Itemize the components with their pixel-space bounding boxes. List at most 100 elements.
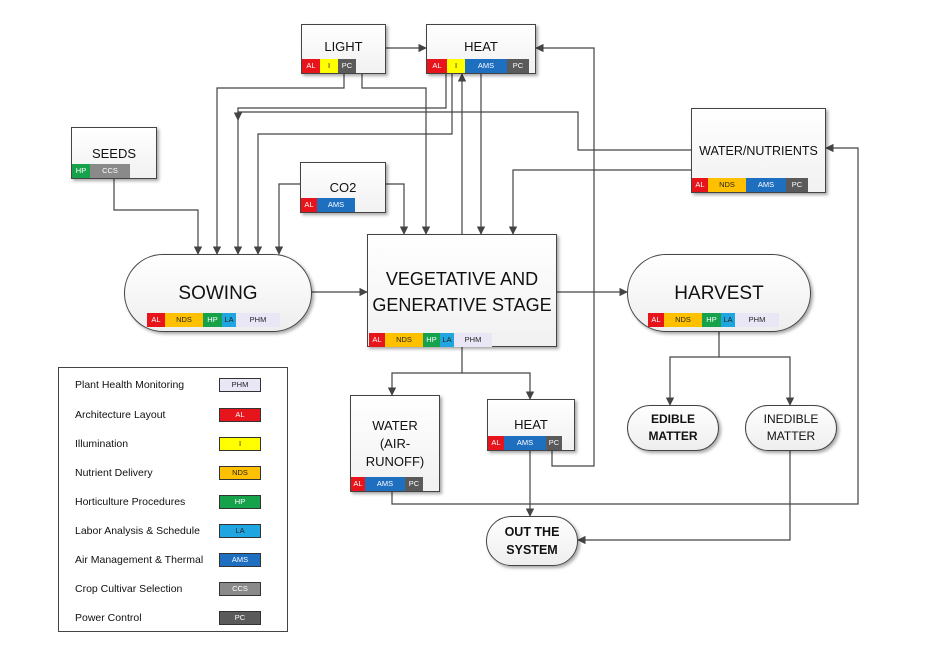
legend-label: Air Management & Thermal xyxy=(75,554,204,566)
connector-heat-to-sowing-a xyxy=(233,74,447,255)
seeds-tag-ccs: CCS xyxy=(90,164,130,178)
vegetative-title-line1: VEGETATIVE AND xyxy=(385,269,539,289)
light-tag-i: I xyxy=(320,59,338,73)
heat-bottom-tag-al: AL xyxy=(488,436,504,450)
water-runoff-tag-pc: PC xyxy=(405,477,423,491)
co2-tags: AL AMS xyxy=(301,198,355,212)
seeds-tag-hp: HP xyxy=(72,164,90,178)
co2-tag-ams: AMS xyxy=(317,198,355,212)
legend-row-la: Labor Analysis & Schedule LA xyxy=(59,523,287,539)
heat-bottom-node: HEAT AL AMS PC xyxy=(487,399,575,451)
sowing-tag-la: LA xyxy=(222,313,236,327)
harvest-tag-la: LA xyxy=(721,313,735,327)
sowing-tags: AL NDS HP LA PHM xyxy=(147,313,280,327)
vegetative-tag-al: AL xyxy=(369,333,385,347)
legend-row-hp: Horticulture Procedures HP xyxy=(59,494,287,510)
harvest-tag-hp: HP xyxy=(702,313,721,327)
water-runoff-title-line1: WATER xyxy=(372,418,418,433)
legend-label: Labor Analysis & Schedule xyxy=(75,525,200,537)
harvest-tag-nds: NDS xyxy=(664,313,702,327)
sowing-title: SOWING xyxy=(178,283,258,304)
connector-water-nutrients-to-vegetative xyxy=(508,169,691,235)
connector-harvest-to-inedible xyxy=(719,356,795,406)
inedible-matter-node: INEDIBLE MATTER xyxy=(745,405,837,451)
harvest-tags: AL NDS HP LA PHM xyxy=(648,313,779,327)
legend-label: Plant Health Monitoring xyxy=(75,379,185,391)
seeds-tags: HP CCS xyxy=(72,164,130,178)
heat-bottom-title: HEAT xyxy=(514,417,548,432)
water-nutrients-tag-al: AL xyxy=(692,178,708,192)
water-nutrients-node: WATER/NUTRIENTS AL NDS AMS PC xyxy=(691,108,826,193)
connector-inedible-to-out xyxy=(577,451,791,545)
connector-light-to-vegetative xyxy=(361,74,431,235)
legend-label: Power Control xyxy=(75,612,142,624)
heat-top-tag-ams: AMS xyxy=(465,59,507,73)
sowing-node: SOWING AL NDS HP LA PHM xyxy=(124,254,312,332)
vegetative-tag-nds: NDS xyxy=(385,333,423,347)
water-nutrients-tags: AL NDS AMS PC xyxy=(692,178,808,192)
co2-node: CO2 AL AMS xyxy=(300,162,386,213)
vegetative-stage-node: VEGETATIVE AND GENERATIVE STAGE AL NDS H… xyxy=(367,234,557,347)
water-runoff-node: WATER (AIR- RUNOFF) AL AMS PC xyxy=(350,395,440,492)
legend-label: Illumination xyxy=(75,438,129,450)
inedible-title-line1: INEDIBLE xyxy=(763,412,819,426)
water-runoff-title-line2: (AIR- xyxy=(379,436,411,451)
legend-swatch: AMS xyxy=(219,553,261,567)
connector-water-runoff-to-water-nutrients xyxy=(391,143,859,505)
sowing-tag-al: AL xyxy=(147,313,165,327)
water-nutrients-tag-ams: AMS xyxy=(746,178,786,192)
edible-matter-node: EDIBLE MATTER xyxy=(627,405,719,451)
co2-tag-al: AL xyxy=(301,198,317,212)
out-the-system-node: OUT THE SYSTEM xyxy=(486,516,578,566)
water-runoff-tag-ams: AMS xyxy=(365,477,405,491)
legend-row-i: Illumination I xyxy=(59,436,287,452)
water-runoff-title-line3: RUNOFF) xyxy=(365,454,425,469)
legend-row-phm: Plant Health Monitoring PHM xyxy=(59,377,287,393)
heat-top-node: HEAT AL I AMS PC xyxy=(426,24,536,74)
connector-light-to-sowing xyxy=(212,74,345,255)
heat-top-tags: AL I AMS PC xyxy=(427,59,529,73)
legend-swatch: PC xyxy=(219,611,261,625)
harvest-tag-phm: PHM xyxy=(735,313,779,327)
sowing-tag-nds: NDS xyxy=(165,313,203,327)
light-title: LIGHT xyxy=(324,39,363,54)
legend: Plant Health Monitoring PHM Architecture… xyxy=(58,367,288,632)
legend-row-ams: Air Management & Thermal AMS xyxy=(59,552,287,568)
vegetative-tag-la: LA xyxy=(440,333,454,347)
heat-top-tag-al: AL xyxy=(427,59,447,73)
water-nutrients-tag-nds: NDS xyxy=(708,178,746,192)
heat-top-title: HEAT xyxy=(464,39,498,54)
water-nutrients-tag-pc: PC xyxy=(786,178,808,192)
vegetative-title-line2: GENERATIVE STAGE xyxy=(372,295,552,315)
legend-row-pc: Power Control PC xyxy=(59,610,287,626)
light-tags: AL I PC xyxy=(302,59,356,73)
out-title-line1: OUT THE xyxy=(504,525,560,539)
harvest-title: HARVEST xyxy=(674,283,764,304)
legend-swatch: NDS xyxy=(219,466,261,480)
legend-swatch: LA xyxy=(219,524,261,538)
legend-swatch: CCS xyxy=(219,582,261,596)
legend-label: Crop Cultivar Selection xyxy=(75,583,183,595)
light-node: LIGHT AL I PC xyxy=(301,24,386,74)
light-tag-pc: PC xyxy=(338,59,356,73)
heat-bottom-tags: AL AMS PC xyxy=(488,436,562,450)
vegetative-tag-phm: PHM xyxy=(454,333,492,347)
sowing-tag-hp: HP xyxy=(203,313,222,327)
legend-swatch: HP xyxy=(219,495,261,509)
legend-row-nds: Nutrient Delivery NDS xyxy=(59,465,287,481)
out-title-line2: SYSTEM xyxy=(506,543,558,557)
edible-title-line2: MATTER xyxy=(648,429,698,443)
legend-label: Nutrient Delivery xyxy=(75,467,153,479)
connector-water-nutrients-to-sowing xyxy=(233,111,691,151)
vegetative-tags: AL NDS HP LA PHM xyxy=(369,333,492,347)
connector-heat-to-sowing-b xyxy=(253,74,453,255)
connector-co2-to-sowing xyxy=(274,183,300,255)
legend-swatch: PHM xyxy=(219,378,261,392)
connector-seeds-to-sowing xyxy=(113,179,203,255)
harvest-node: HARVEST AL NDS HP LA PHM xyxy=(627,254,811,332)
legend-swatch: I xyxy=(219,437,261,451)
water-nutrients-title: WATER/NUTRIENTS xyxy=(699,144,818,158)
legend-swatch: AL xyxy=(219,408,261,422)
edible-title-line1: EDIBLE xyxy=(650,412,695,426)
